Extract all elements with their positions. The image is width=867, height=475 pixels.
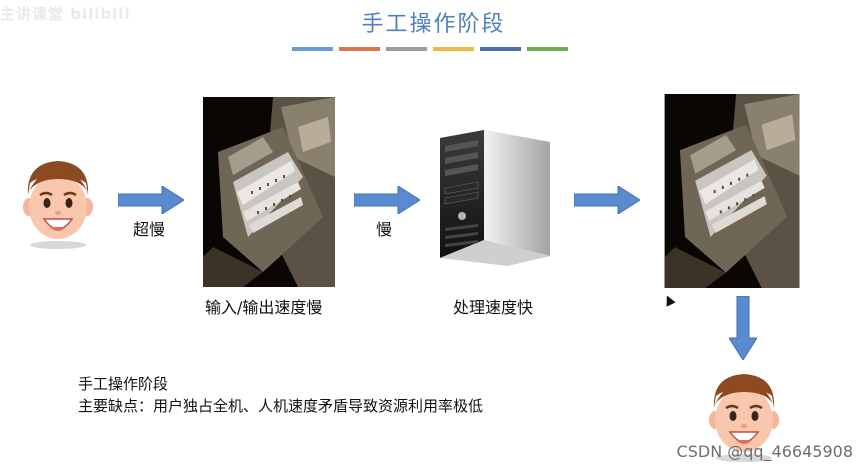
color-bar-segment-4 (433, 47, 474, 51)
mouse-cursor-icon (662, 293, 676, 307)
color-bar-segment-3 (386, 47, 427, 51)
notes-heading: 手工操作阶段 (78, 375, 169, 393)
arrow-1-icon (118, 186, 184, 214)
bilibili-watermark: 主讲课堂 bilibili (0, 5, 131, 23)
arrow-2-label: 慢 (376, 220, 393, 239)
title-color-bar (292, 47, 568, 51)
arrow-3-icon (574, 186, 640, 214)
color-bar-segment-5 (480, 47, 521, 51)
arrow-2-icon (354, 186, 420, 214)
server-caption: 处理速度快 (453, 298, 534, 317)
punch-card-machine-photo (203, 97, 335, 287)
output-punch-card-photo (664, 94, 800, 288)
user-face-icon (20, 155, 96, 251)
color-bar-segment-2 (339, 47, 380, 51)
notes-disadvantage: 主要缺点：用户独占全机、人机速度矛盾导致资源利用率极低 (78, 397, 484, 415)
csdn-attribution: CSDN @qq_46645908 (676, 442, 853, 461)
punch-card-caption: 输入/输出速度慢 (205, 298, 323, 317)
slide-title: 手工操作阶段 (361, 12, 506, 37)
color-bar-segment-1 (292, 47, 333, 51)
color-bar-segment-6 (527, 47, 568, 51)
server-icon (438, 128, 552, 268)
user-face-bottom-icon (706, 368, 782, 464)
down-arrow-icon (729, 296, 757, 360)
arrow-1-label: 超慢 (133, 220, 166, 239)
